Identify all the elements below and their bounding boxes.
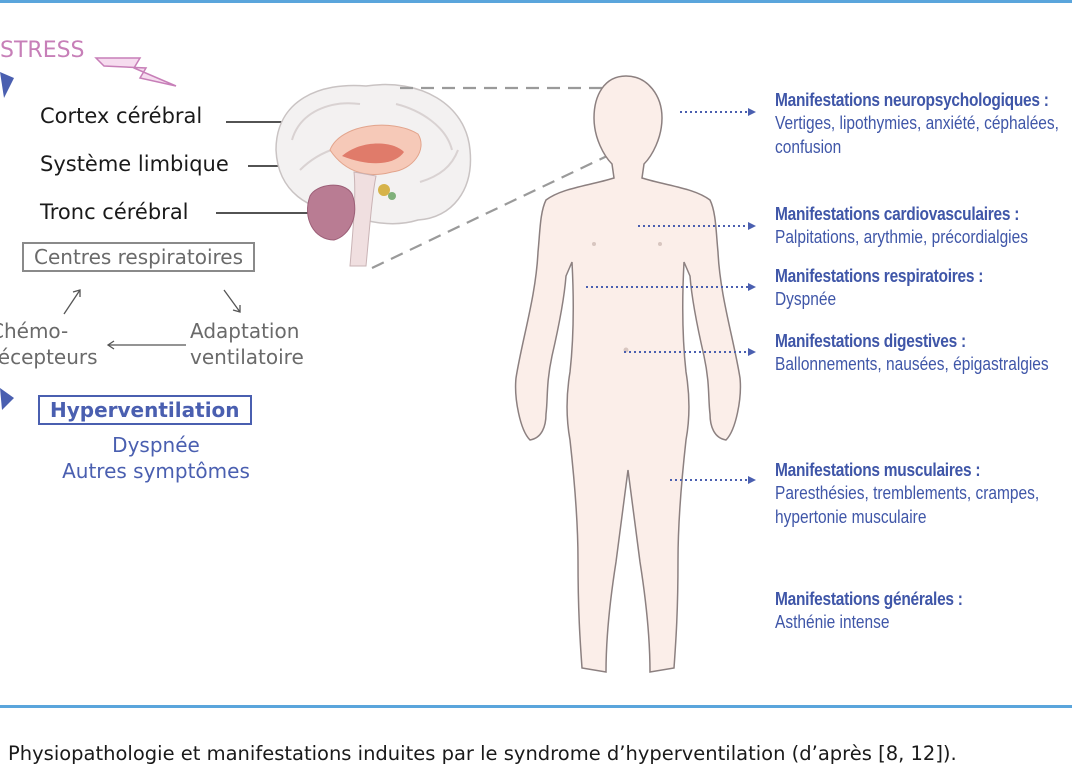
manif-line: Asthénie intense [775,612,890,632]
lightning-bolt-icon [94,57,177,87]
hyperventilation-box: Hyperventilation [38,395,252,425]
symptom-dyspnee: Dyspnée [112,433,200,457]
manif-title: Manifestations cardiovasculaires : [775,204,1020,224]
bottom-border [0,705,1072,708]
manif-digestive: Manifestations digestives : Ballonnement… [775,331,1072,376]
arrow-adaptation-to-chemo [106,340,186,350]
manif-title: Manifestations respiratoires : [775,266,984,286]
manif-line: hypertonie musculaire [775,507,927,527]
manif-respiratory: Manifestations respiratoires : Dyspnée [775,266,1072,311]
manif-title: Manifestations digestives : [775,331,966,351]
human-body-illustration [514,75,742,673]
figure-caption: Physiopathologie et manifestations indui… [8,742,957,765]
manif-neuropsychological: Manifestations neuropsychologiques : Ver… [775,90,1072,159]
manif-general: Manifestations générales : Asthénie inte… [775,589,1072,634]
respiratory-centers-box: Centres respiratoires [22,242,256,272]
arrow-chemo-to-centers [63,289,81,315]
manif-line: Vertiges, lipothymies, anxiété, céphalée… [775,113,1059,133]
manif-line: Palpitations, arythmie, précordialgies [775,227,1028,247]
ventilatory-adaptation-label: Adaptation ventilatoire [190,318,304,370]
manif-muscular: Manifestations musculaires : Paresthésie… [775,460,1072,529]
arrow-centers-to-adaptation [223,289,241,313]
pointer-cardio [638,222,756,230]
pointer-respi [586,283,756,291]
brain-illustration [275,83,472,267]
chemoreceptors-line-1: Chémo- [0,319,69,343]
adaptation-line-1: Adaptation [190,319,300,343]
limbic-label: Système limbique [40,152,229,176]
manif-line: confusion [775,137,842,157]
stress-label: STRESS [0,38,85,63]
brainstem-label: Tronc cérébral [40,200,189,224]
manif-line: Dyspnée [775,289,837,309]
dashed-connector-bottom [371,145,629,269]
cycle-arrow-top-icon [0,72,14,98]
top-border [0,0,1072,3]
pointer-neuro [680,108,756,116]
symptom-autres: Autres symptômes [62,459,250,483]
chemoreceptors-label: Chémo- récepteurs [0,318,98,370]
manif-title: Manifestations musculaires : [775,460,981,480]
cortex-label: Cortex cérébral [40,104,203,128]
manif-line: Ballonnements, nausées, épigastralgies [775,354,1049,374]
chemoreceptors-line-2: récepteurs [0,345,98,369]
pointer-digestive [624,348,756,356]
symptoms-list: Dyspnée Autres symptômes [48,432,264,484]
cycle-arrow-bottom-icon [0,388,14,410]
pointer-muscular [670,476,756,484]
manif-line: Paresthésies, tremblements, crampes, [775,483,1040,503]
adaptation-line-2: ventilatoire [190,345,304,369]
manif-title: Manifestations neuropsychologiques : [775,90,1049,110]
manif-title: Manifestations générales : [775,589,963,609]
manif-cardiovascular: Manifestations cardiovasculaires : Palpi… [775,204,1072,249]
